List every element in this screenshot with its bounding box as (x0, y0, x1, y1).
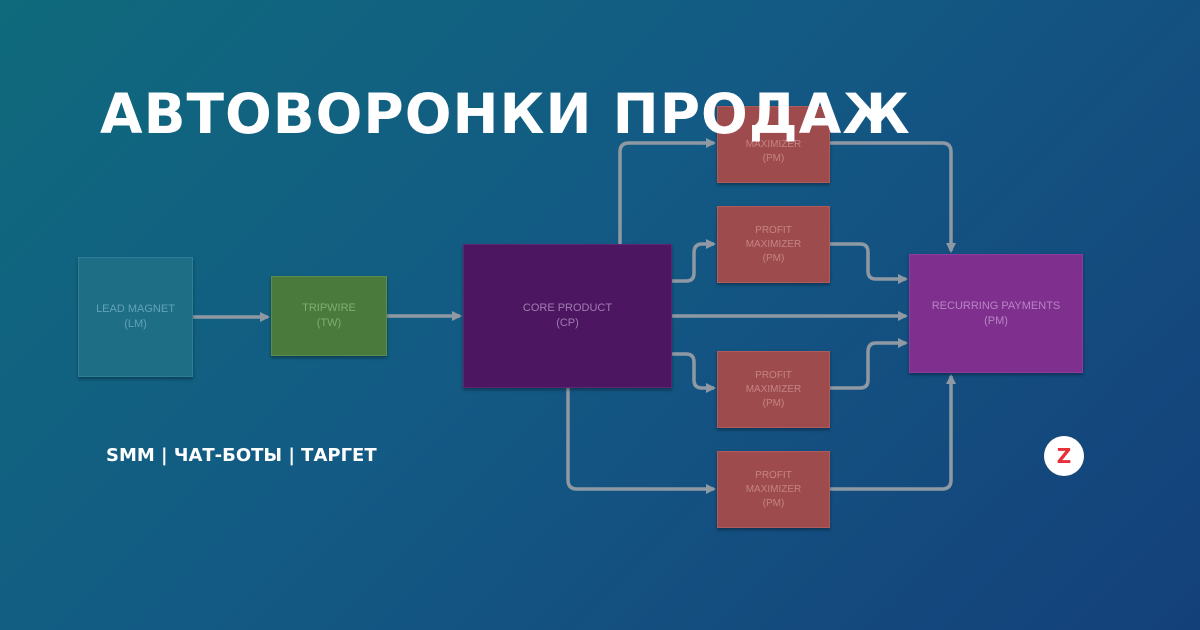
lead-magnet-abbr: (LM) (124, 318, 147, 330)
connector-pm1-rp (830, 141, 956, 253)
profit-maximizer-box-3: PROFIT MAXIMIZER (PM) (717, 351, 830, 428)
tripwire-box: TRIPWIRE (TW) (271, 276, 387, 356)
connector-pm2-rp (830, 242, 908, 284)
subtitle: SMM | ЧАТ-БОТЫ | ТАРГЕТ (106, 445, 377, 466)
lead-magnet-label: LEAD MAGNET (96, 303, 175, 315)
connector-pm4-rp (830, 374, 956, 491)
profit-maximizer-label: PROFIT (755, 124, 792, 136)
profit-maximizer-label: MAXIMIZER (745, 383, 802, 395)
zen-icon: Z (1044, 436, 1084, 476)
lead-magnet-box: LEAD MAGNET (LM) (78, 257, 193, 377)
connector-pm3-rp (830, 338, 908, 390)
profit-maximizer-label: PROFIT (755, 469, 792, 481)
zen-logo-letter: Z (1056, 444, 1072, 468)
profit-maximizer-abbr: (PM) (762, 252, 785, 264)
tripwire-label: TRIPWIRE (302, 302, 356, 314)
profit-maximizer-abbr: (PM) (762, 152, 785, 164)
connector-cp-pm1 (618, 138, 716, 244)
core-product-label: CORE PRODUCT (522, 302, 613, 314)
recurring-payments-label: RECURRING PAYMENTS (931, 299, 1061, 312)
profit-maximizer-abbr: (PM) (762, 397, 785, 409)
profit-maximizer-box-1: PROFIT MAXIMIZER (PM) (717, 106, 830, 183)
profit-maximizer-label: MAXIMIZER (745, 138, 802, 150)
page-title: АВТОВОРОНКИ ПРОДАЖ (100, 82, 911, 146)
profit-maximizer-abbr: (PM) (762, 497, 785, 509)
core-product-abbr: (CP) (556, 317, 579, 329)
connector-cp-pm4 (566, 388, 716, 494)
profit-maximizer-label: MAXIMIZER (745, 238, 802, 250)
recurring-payments-box: RECURRING PAYMENTS (PM) (909, 254, 1083, 373)
profit-maximizer-box-4: PROFIT MAXIMIZER (PM) (717, 451, 830, 528)
core-product-box: CORE PRODUCT (CP) (463, 244, 672, 388)
recurring-payments-abbr: (PM) (984, 314, 1008, 327)
profit-maximizer-label: PROFIT (755, 369, 792, 381)
connector-cp-pm2 (672, 239, 716, 283)
profit-maximizer-label: PROFIT (755, 224, 792, 236)
profit-maximizer-label: MAXIMIZER (745, 483, 802, 495)
tripwire-abbr: (TW) (316, 317, 342, 329)
profit-maximizer-box-2: PROFIT MAXIMIZER (PM) (717, 206, 830, 283)
connector-cp-pm3 (672, 352, 716, 393)
